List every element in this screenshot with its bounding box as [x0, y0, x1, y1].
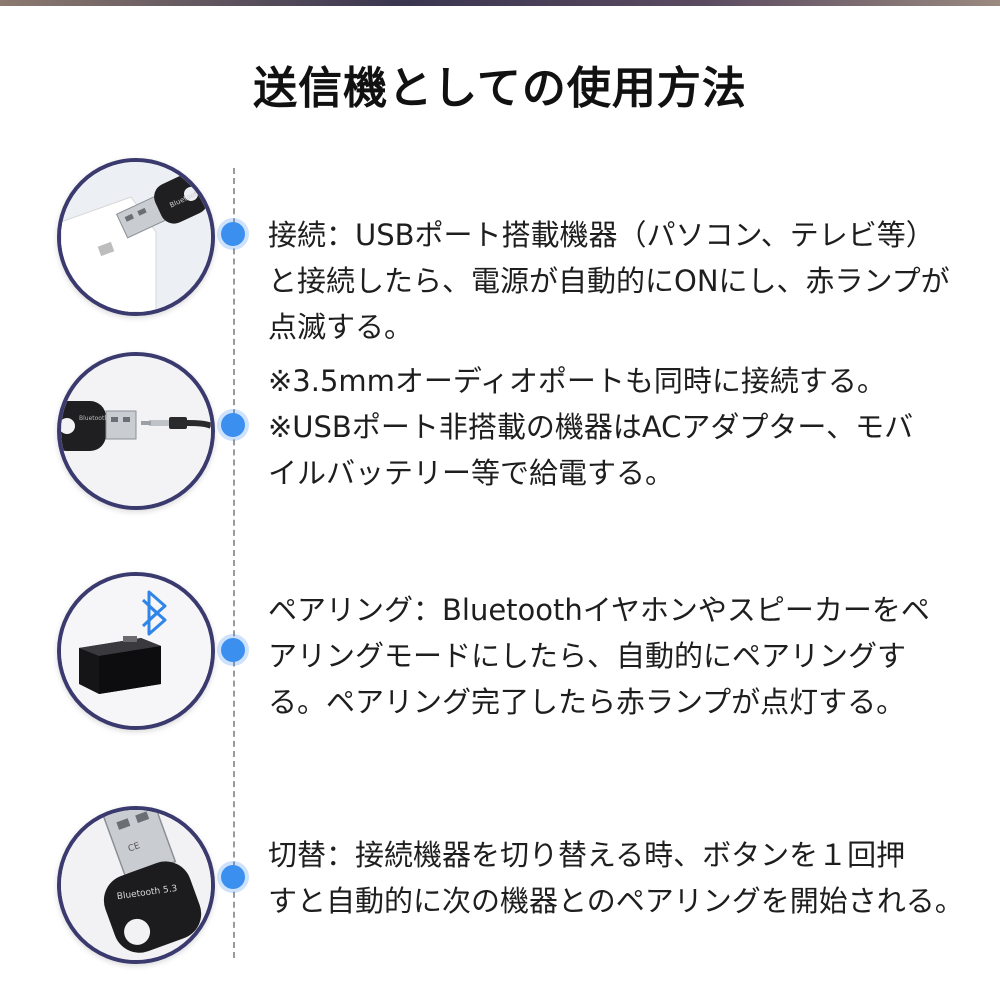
step-line: イルバッテリー等で給電する。	[268, 456, 675, 490]
step-line: ※USBポート非搭載の機器はACアダプター、モバ	[268, 410, 914, 444]
step-image-notes: Bluetooth	[57, 352, 215, 510]
step-text-notes: ※3.5mmオーディオポートも同時に接続する。 ※USBポート非搭載の機器はAC…	[268, 358, 988, 496]
step-image-connect: Bluetooth	[57, 158, 215, 316]
usb-dongle-in-port-icon: Bluetooth	[61, 162, 211, 312]
step-line: ※3.5mmオーディオポートも同時に接続する。	[268, 364, 886, 398]
step-line: 切替：接続機器を切り替える時、ボタンを１回押	[268, 838, 906, 872]
step-line: 点滅する。	[268, 310, 414, 344]
top-decorative-strip	[0, 0, 1000, 6]
bluetooth-speaker-icon	[61, 576, 211, 726]
timeline-dot-connect	[221, 222, 245, 246]
step-line: すと自動的に次の機器とのペアリングを開始される。	[268, 884, 964, 918]
timeline-dot-notes	[221, 413, 245, 437]
step-line: ペアリング：Bluetoothイヤホンやスピーカーをペ	[268, 593, 930, 627]
step-line: アリングモードにしたら、自動的にペアリングす	[268, 639, 907, 673]
usb-dongle-with-aux-cable-icon: Bluetooth	[61, 356, 211, 506]
step-text-pairing: ペアリング：Bluetoothイヤホンやスピーカーをペ アリングモードにしたら、…	[268, 587, 988, 725]
timeline-dot-switch	[221, 865, 245, 889]
step-line: る。ペアリング完了したら赤ランプが点灯する。	[268, 685, 906, 719]
page-title: 送信機としての使用方法	[253, 63, 747, 114]
step-image-switch: CE Bluetooth 5.3	[57, 806, 215, 964]
timeline-dot-pairing	[221, 638, 245, 662]
step-line: 接続：USBポート搭載機器（パソコン、テレビ等）	[268, 218, 935, 252]
svg-text:CE: CE	[127, 841, 142, 855]
timeline-line	[233, 168, 235, 958]
step-line: と接続したら、電源が自動的にONにし、赤ランプが	[268, 264, 950, 298]
usb-dongle-closeup-icon: CE Bluetooth 5.3	[61, 810, 211, 960]
step-text-switch: 切替：接続機器を切り替える時、ボタンを１回押 すと自動的に次の機器とのペアリング…	[268, 832, 988, 924]
bluetooth-icon	[141, 590, 167, 636]
svg-text:Bluetooth: Bluetooth	[79, 415, 108, 422]
step-image-pairing	[57, 572, 215, 730]
step-text-connect: 接続：USBポート搭載機器（パソコン、テレビ等） と接続したら、電源が自動的にO…	[268, 212, 988, 350]
